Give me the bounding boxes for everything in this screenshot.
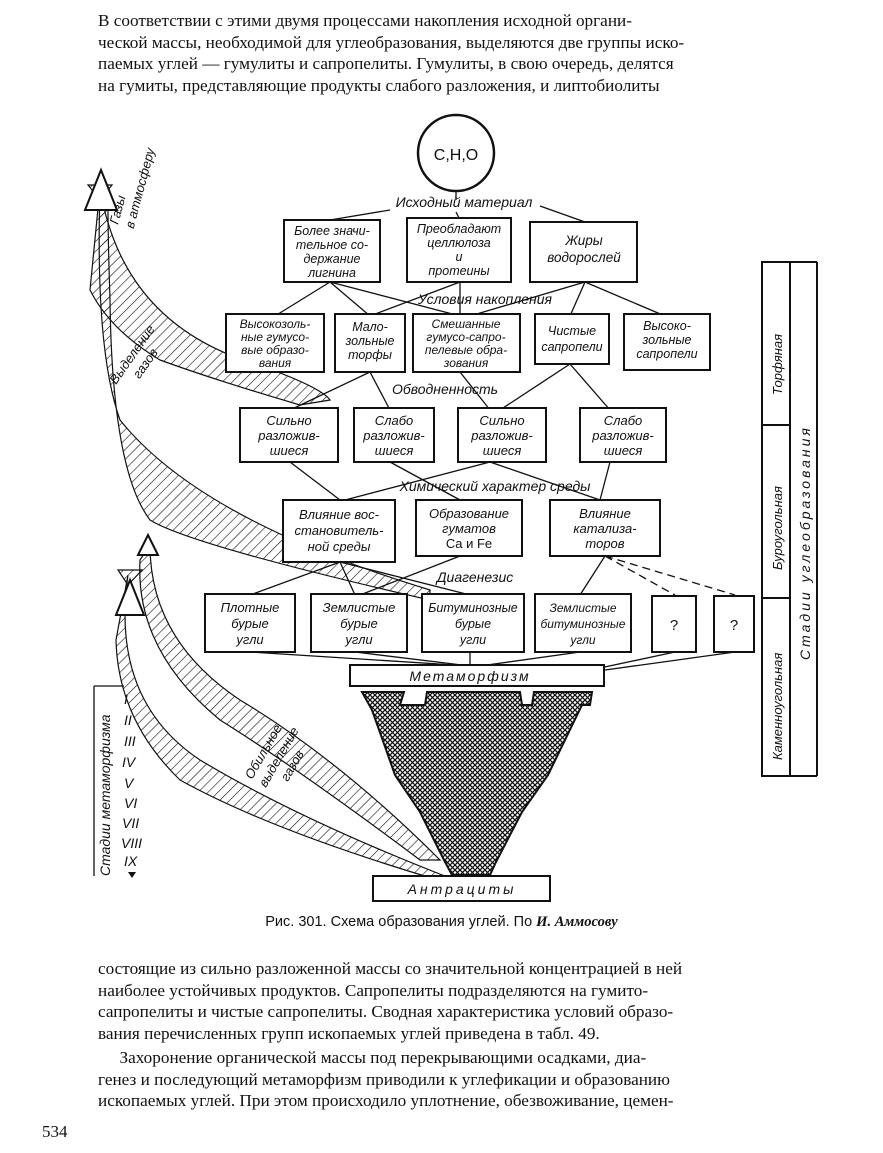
intro-paragraph: В соответствии с этими двумя процессами … — [98, 10, 826, 96]
circle-label: C,H,O — [434, 147, 478, 164]
text-line: сапропелиты и чистые сапропелиты. Сводна… — [98, 1002, 674, 1021]
svg-text:Стадии углеобразования: Стадии углеобразования — [797, 425, 813, 660]
svg-text:?: ? — [730, 617, 738, 634]
svg-text:II: II — [124, 712, 132, 728]
svg-text:Каменноугольная: Каменноугольная — [770, 653, 785, 760]
metamorphism-stages: Стадии метаморфизма I II III IV V VI VII… — [93, 685, 142, 878]
row-chemistry: Влияние вос-становитель-ной среды Образо… — [282, 499, 661, 563]
svg-text:Торфяная: Торфяная — [770, 334, 785, 395]
svg-text:V: V — [124, 775, 135, 791]
text-line: В соответствии с этими двумя процессами … — [98, 11, 632, 30]
text-line: паемых углей — гумулиты и сапропелиты. Г… — [98, 54, 674, 73]
caption-text: Рис. 301. Схема образования углей. По — [265, 914, 537, 930]
abundant-gas-inner — [139, 543, 442, 861]
coalification-funnel — [360, 691, 594, 876]
anthracites-label: Антрациты — [407, 881, 517, 897]
svg-text:III: III — [124, 733, 136, 749]
connector-lines — [249, 191, 736, 671]
gas-release-upper — [89, 187, 332, 406]
text-line: ческой массы, необходимой для углеобразо… — [98, 32, 685, 52]
gases-atmosphere-label: Газыв атмосферу — [106, 141, 158, 230]
text-line: Захоронение органической массы под перек… — [98, 1048, 647, 1067]
svg-text:VI: VI — [124, 795, 137, 811]
svg-text:IV: IV — [122, 754, 137, 770]
svg-text:?: ? — [670, 617, 678, 634]
svg-text:Буроугольная: Буроугольная — [770, 486, 785, 570]
anthracites-bar — [372, 875, 551, 902]
svg-text:Высокозоль-ные гумусо-вые обра: Высокозоль-ные гумусо-вые образо-вания — [240, 317, 311, 370]
caption-author: И. Аммосову — [536, 914, 618, 930]
row-accumulation: Высокозоль-ные гумусо-вые образо-вания М… — [225, 313, 711, 373]
svg-text:Стадии метаморфизма: Стадии метаморфизма — [97, 714, 113, 876]
svg-text:IX: IX — [124, 853, 138, 869]
gas-arrow-head-2 — [114, 577, 146, 616]
gas-arrow-head — [83, 167, 119, 211]
coal-formation-stages: Торфяная Буроугольная Каменноугольная Ст… — [761, 261, 818, 777]
svg-text:I: I — [124, 691, 128, 707]
label-chemistry: Химический характер среды — [398, 478, 591, 494]
svg-text:Влияние вос-становитель-ной ср: Влияние вос-становитель-ной среды — [295, 507, 385, 554]
svg-text:VIII: VIII — [121, 835, 142, 851]
gas-arrow-head-3 — [136, 532, 160, 556]
text-line: генез и последующий метаморфизм приводил… — [98, 1069, 670, 1089]
page-number: 534 — [42, 1122, 68, 1141]
text-line: ископаемых углей. При этом происходило у… — [98, 1091, 674, 1110]
text-line: наиболее устойчивых продуктов. Сапропели… — [98, 980, 649, 1000]
metamorphism-label: Метаморфизм — [409, 668, 530, 684]
svg-text:VII: VII — [122, 815, 139, 831]
label-initial-material: Исходный материал — [396, 194, 533, 210]
label-diagenesis: Диагенезис — [435, 569, 514, 585]
text-line: состоящие из сильно разложенной массы со… — [98, 959, 683, 978]
label-accumulation: Условия накопления — [417, 291, 553, 307]
body-paragraph-2: Захоронение органической массы под перек… — [98, 1047, 826, 1112]
label-watering: Обводненность — [392, 381, 498, 397]
body-paragraph-1: состоящие из сильно разложенной массы со… — [98, 958, 826, 1044]
figure-caption: Рис. 301. Схема образования углей. По И.… — [0, 914, 883, 931]
text-line: вания перечисленных групп ископаемых угл… — [98, 1023, 600, 1043]
metamorphism-bar — [349, 664, 605, 687]
text-line: на гумиты, представляющие продукты слабо… — [98, 75, 660, 95]
